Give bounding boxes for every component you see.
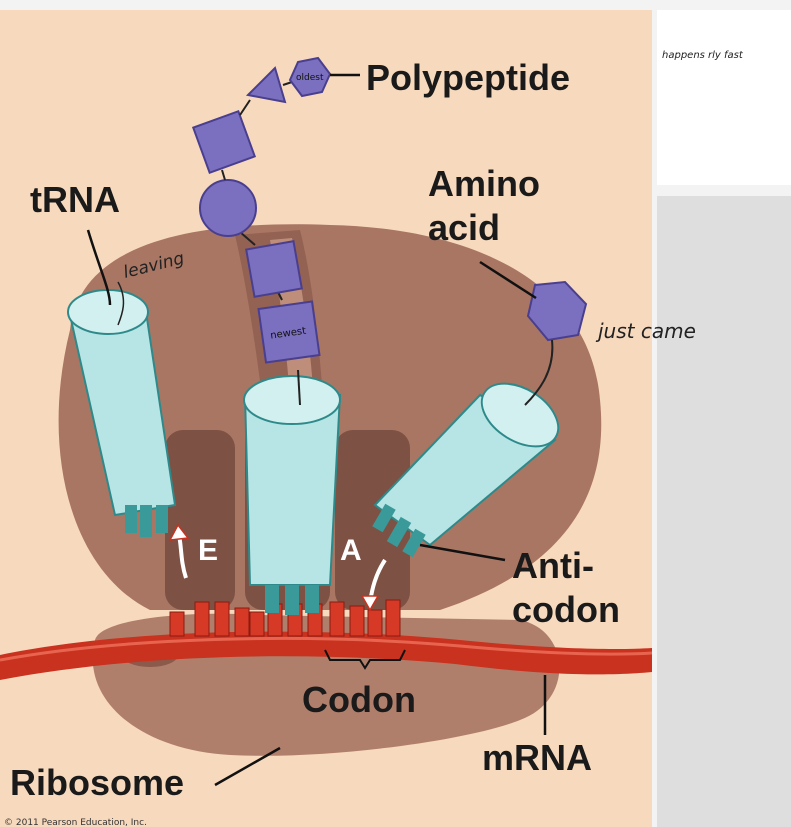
newest-annotation: newest — [270, 326, 307, 342]
amino-acid-label-line2: acid — [428, 207, 500, 248]
incoming-amino-acid-link — [524, 339, 554, 406]
copyright-text: © 2011 Pearson Education, Inc. — [4, 818, 147, 827]
anticodon-label-line1: Anti- — [512, 545, 594, 586]
side-note-text: happens rly fast — [662, 50, 744, 61]
e-site-arrow-head — [168, 523, 190, 541]
codon-brace — [324, 649, 406, 670]
mrna-highlight — [0, 636, 653, 662]
e-site-label: E — [198, 534, 218, 567]
amino-acid-label-line1: Amino — [428, 163, 540, 204]
oldest-annotation: oldest — [296, 73, 324, 83]
polypeptide-label: Polypeptide — [366, 57, 570, 98]
trna-a-site — [372, 382, 560, 558]
trna-p-site — [243, 375, 342, 615]
codon-label: Codon — [302, 679, 416, 720]
polypeptide-chain — [191, 56, 332, 406]
amino-acid-oldest — [288, 56, 332, 98]
mrna-label: mRNA — [482, 737, 592, 778]
ribosome-label: Ribosome — [10, 762, 184, 803]
mrna-strand — [0, 631, 652, 680]
leaving-curve — [117, 281, 125, 326]
amino-acid-newest — [257, 300, 321, 364]
trna-label: tRNA — [30, 179, 120, 220]
trna-leader — [86, 229, 112, 306]
anticodon-e-site — [125, 505, 168, 537]
amino-acid-leader — [479, 260, 537, 300]
anticodon-p-site — [265, 585, 319, 615]
ribosome-leader — [214, 746, 281, 787]
just-came-annotation: just came — [595, 319, 696, 343]
incoming-amino-acid — [526, 280, 588, 342]
side-note-card — [657, 10, 791, 185]
trna-e-site — [67, 289, 177, 537]
anticodon-leader — [419, 543, 506, 562]
a-site-arrow-head — [360, 595, 380, 612]
side-panel-gray — [657, 196, 791, 827]
a-site-label: A — [340, 534, 362, 567]
a-site-pocket — [335, 430, 410, 610]
e-site-pocket — [165, 430, 235, 610]
anticodon-label-line2: codon — [512, 589, 620, 630]
anticodon-a-site — [372, 503, 426, 558]
